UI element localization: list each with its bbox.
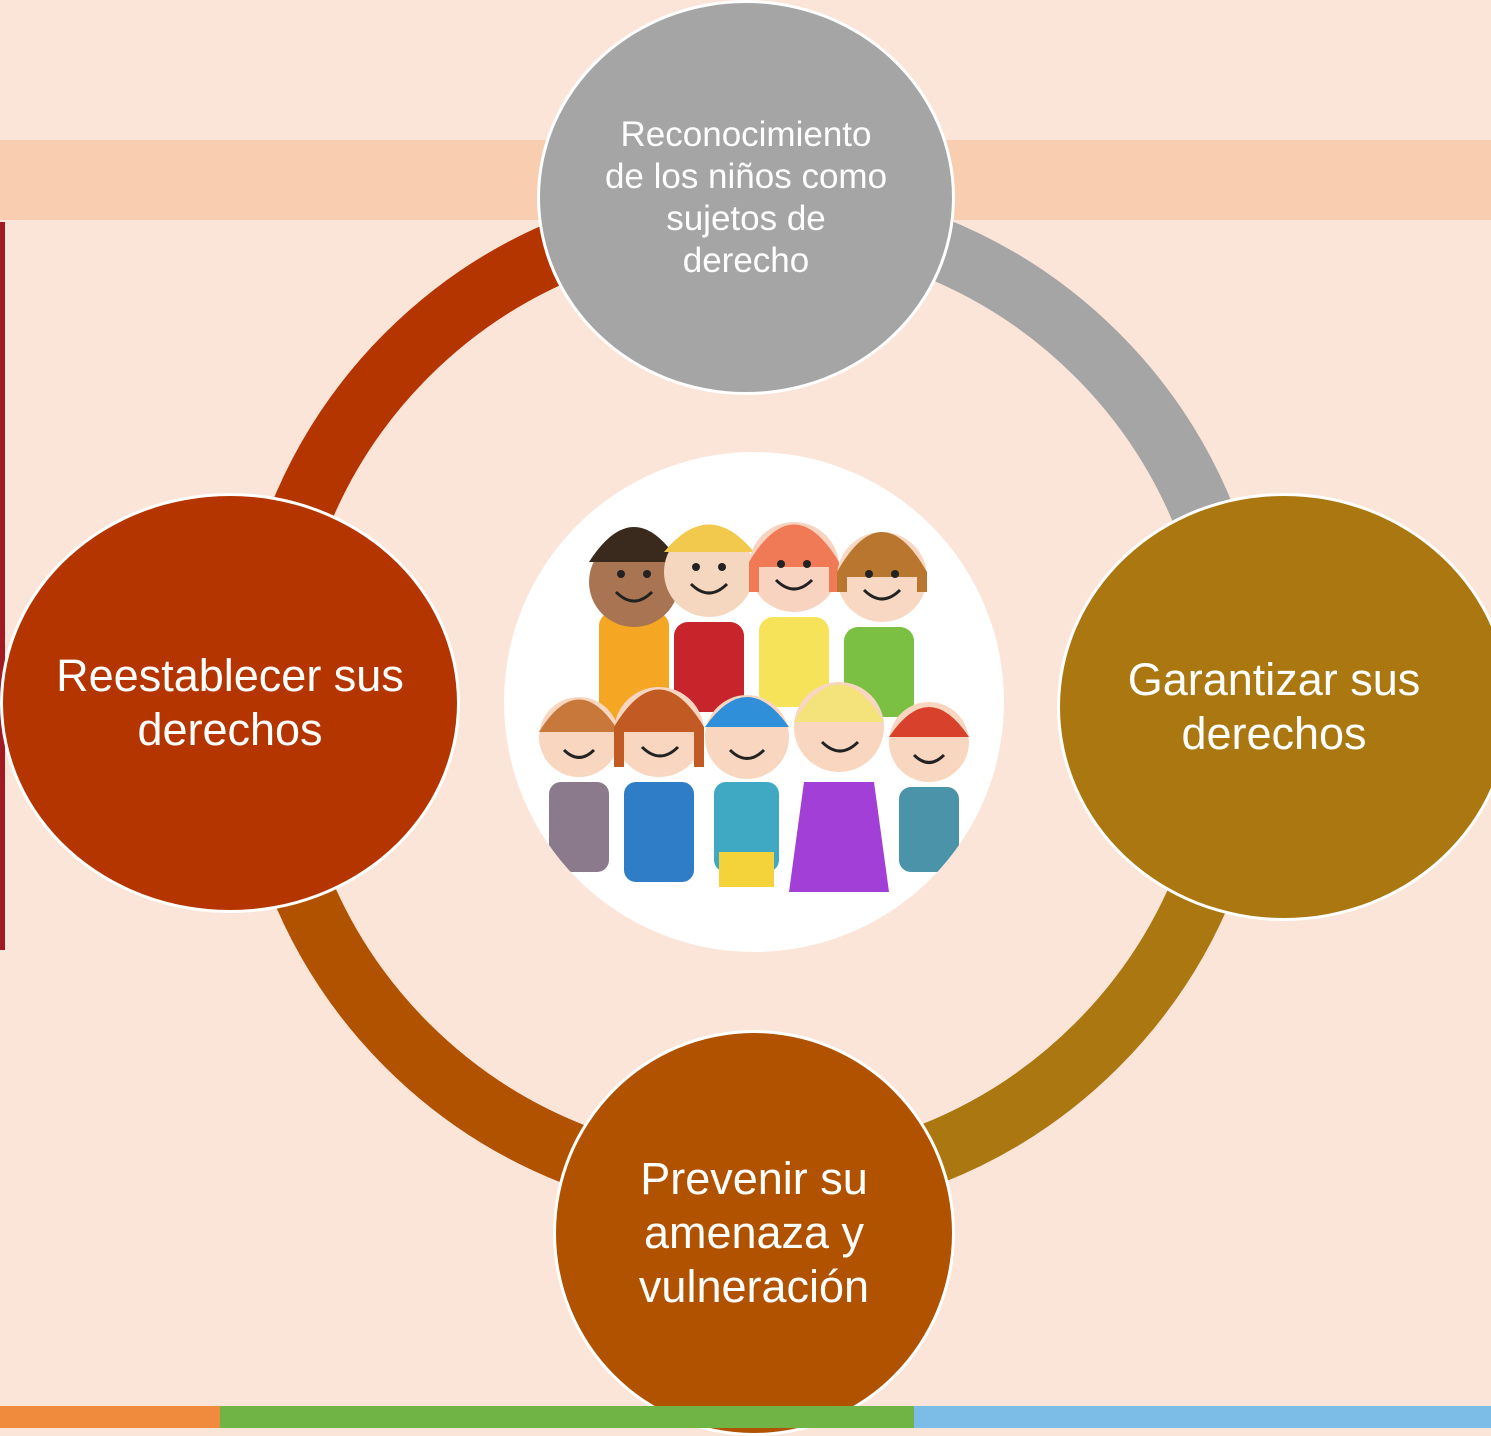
child-9 [889, 702, 969, 872]
node-reestablecer: Reestablecer sus derechos [0, 493, 460, 913]
node-label-top: Reconocimiento de los niños como sujetos… [604, 114, 888, 280]
child-3 [749, 522, 839, 707]
footer-bar-orange [0, 1406, 220, 1428]
left-accent-rule [0, 222, 5, 950]
child-7 [705, 695, 789, 887]
node-label-bottom: Prevenir su amenaza y vulneración [638, 1153, 870, 1312]
node-garantizar: Garantizar sus derechos [1057, 493, 1491, 921]
footer-bar-blue [914, 1406, 1491, 1428]
node-label-right: Garantizar sus derechos [1127, 654, 1421, 759]
child-5 [539, 697, 619, 872]
child-2 [664, 524, 754, 712]
node-label-left: Reestablecer sus derechos [56, 650, 404, 755]
children-illustration [504, 452, 1004, 952]
child-8 [789, 682, 889, 892]
node-prevenir: Prevenir su amenaza y vulneración [553, 1030, 955, 1436]
node-reconocimiento: Reconocimiento de los niños como sujetos… [537, 0, 955, 395]
child-6 [614, 687, 704, 882]
footer-bar-green [220, 1406, 914, 1428]
